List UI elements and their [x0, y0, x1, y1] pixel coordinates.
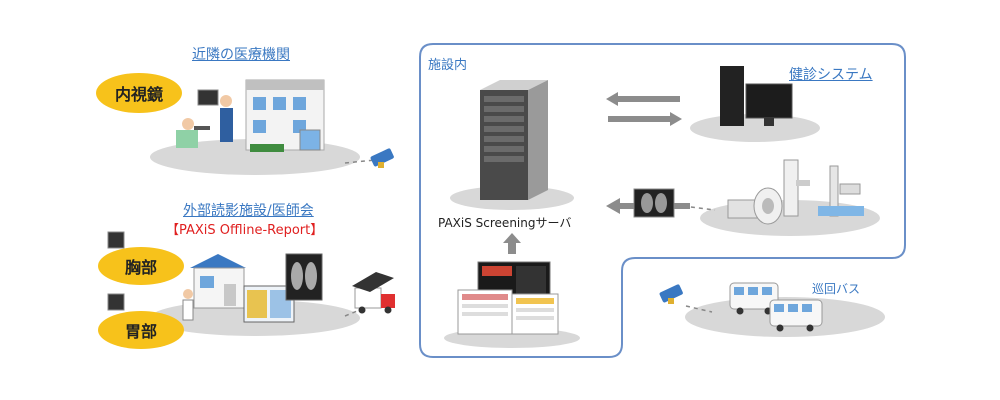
- external-facility-label: 外部読影施設/医師会: [183, 203, 314, 219]
- offline-report-label: 【PAXiS Offline-Report】: [166, 223, 324, 238]
- ct-scanner-icon: [727, 187, 783, 225]
- xray-unit-icon: [818, 165, 864, 217]
- mammography-icon: [783, 159, 810, 217]
- nearby-institution-label: 近隣の医療機関: [192, 47, 290, 63]
- chest-label: 胸部: [124, 258, 157, 277]
- health-system-pc-icon: [720, 66, 793, 126]
- in-facility-label: 施設内: [428, 58, 468, 73]
- bidirectional-arrow-icon: [606, 92, 682, 126]
- connector-nearby: [344, 159, 376, 164]
- film-icon: [633, 188, 675, 218]
- workstation-icon: [457, 261, 559, 335]
- server-icon: [480, 80, 548, 200]
- endoscope-bubble: 内視鏡: [96, 73, 182, 113]
- health-system-label: 健診システム: [789, 67, 873, 83]
- reading-workstation-icon: [243, 253, 323, 323]
- in-facility-frame: [419, 43, 906, 358]
- chest-xray-thumb-icon: [107, 231, 125, 249]
- up-arrow-icon: [503, 233, 521, 254]
- stomach-xray-thumb-icon: [107, 293, 125, 311]
- server-label: PAXiS Screeningサーバ: [438, 216, 572, 230]
- chest-bubble: 胸部: [98, 247, 184, 285]
- endoscopy-scene-icon: [176, 89, 233, 148]
- stomach-label: 胃部: [124, 322, 157, 341]
- stomach-bubble: 胃部: [98, 311, 184, 349]
- usb-memory-icon-bus: [659, 284, 683, 304]
- truck-icon: [352, 272, 395, 314]
- hospital-icon: [245, 79, 325, 152]
- connector-modality: [682, 205, 716, 211]
- mobile-bus-label: 巡回バス: [812, 282, 861, 296]
- bus-icon: [729, 282, 779, 315]
- bus-icon-2: [769, 299, 823, 332]
- endoscope-label: 内視鏡: [114, 85, 163, 104]
- usb-memory-icon: [370, 148, 394, 168]
